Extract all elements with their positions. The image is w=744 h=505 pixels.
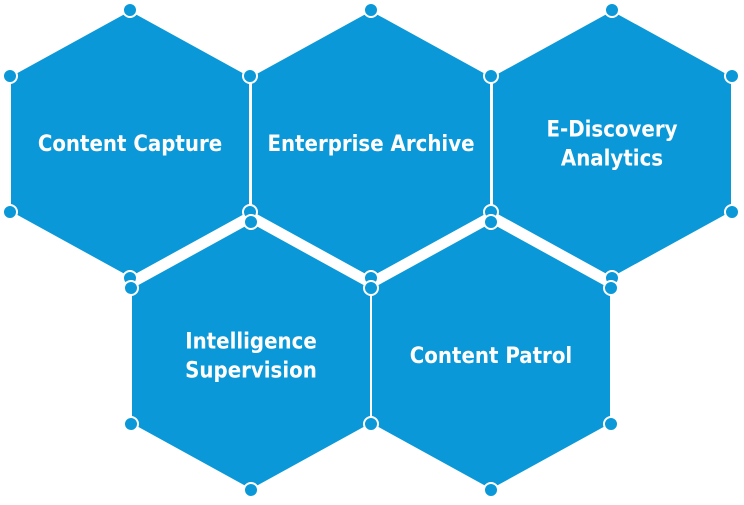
vertex-node — [2, 68, 18, 84]
vertex-node — [363, 2, 379, 18]
vertex-node — [483, 214, 499, 230]
vertex-node — [123, 280, 139, 296]
vertex-node — [243, 214, 259, 230]
vertex-node — [363, 280, 379, 296]
vertex-node — [123, 416, 139, 432]
hexagon-content-patrol — [370, 220, 612, 492]
hexagon-enterprise-archive — [250, 8, 492, 280]
vertex-node — [604, 2, 620, 18]
vertex-node — [242, 68, 258, 84]
vertex-node — [603, 416, 619, 432]
vertex-node — [122, 2, 138, 18]
hexagon-e-discovery-analytics — [491, 8, 733, 280]
hexagon-content-capture — [9, 8, 251, 280]
hexagon-intelligence-supervision — [130, 220, 372, 492]
vertex-node — [724, 204, 740, 220]
vertex-node — [2, 204, 18, 220]
vertex-node — [483, 68, 499, 84]
vertex-node — [603, 280, 619, 296]
vertex-node-layer — [2, 2, 740, 498]
vertex-node — [483, 482, 499, 498]
vertex-node — [724, 68, 740, 84]
vertex-node — [363, 416, 379, 432]
vertex-node — [243, 482, 259, 498]
